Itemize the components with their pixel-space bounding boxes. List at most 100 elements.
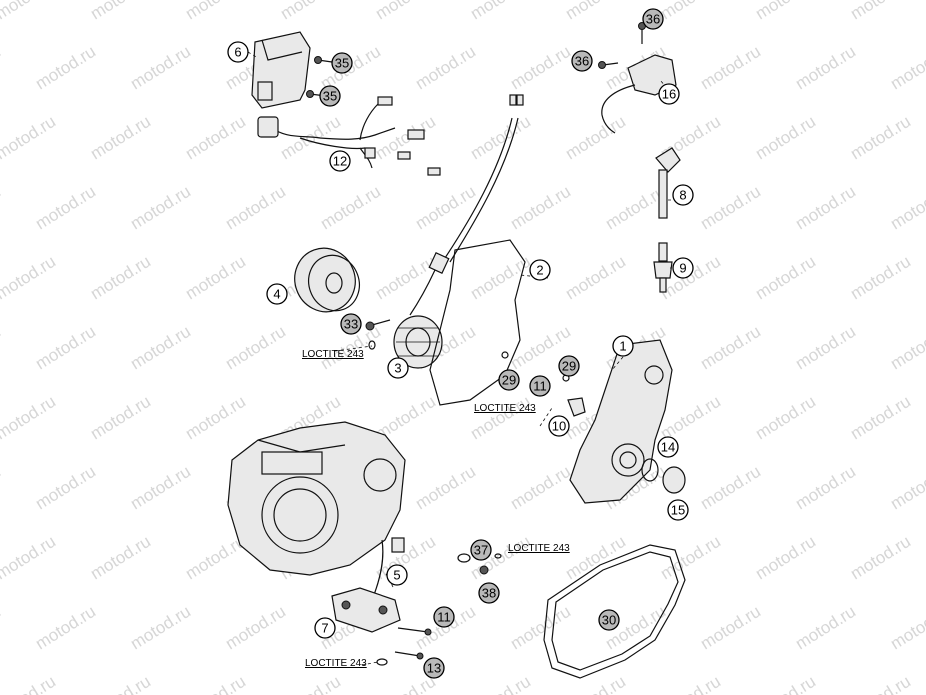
watermark-text: motod.ru	[277, 0, 344, 23]
watermark-text: motod.ru	[887, 462, 926, 514]
svg-text:9: 9	[679, 261, 686, 276]
svg-text:15: 15	[671, 503, 685, 518]
watermark-text: motod.ru	[657, 672, 724, 695]
callout-11b: 11	[433, 606, 455, 628]
svg-text:36: 36	[575, 54, 589, 69]
watermark-text: motod.ru	[752, 0, 819, 23]
watermark-text: motod.ru	[847, 0, 914, 23]
watermark-text: motod.ru	[507, 602, 574, 654]
watermark-text: motod.ru	[887, 182, 926, 234]
watermark-text: motod.ru	[752, 672, 819, 695]
watermark-text: motod.ru	[887, 322, 926, 374]
loctite-label-1: LOCTITE 243	[302, 349, 364, 360]
svg-text:12: 12	[333, 154, 347, 169]
watermark-text: motod.ru	[752, 392, 819, 444]
watermark-text: motod.ru	[467, 392, 534, 444]
watermark-text: motod.ru	[87, 672, 154, 695]
watermark-text: motod.ru	[507, 42, 574, 94]
watermark-text: motod.ru	[372, 0, 439, 23]
watermark-text: motod.ru	[87, 532, 154, 584]
cover-gasket-2	[429, 239, 526, 406]
watermark-text: motod.ru	[182, 392, 249, 444]
watermark-text: motod.ru	[562, 112, 629, 164]
bolts-35	[306, 56, 333, 98]
callout-10: 10	[548, 415, 570, 437]
callout-35b: 35	[319, 85, 341, 107]
svg-text:35: 35	[335, 56, 349, 71]
watermark-text: motod.ru	[507, 462, 574, 514]
svg-text:16: 16	[662, 87, 676, 102]
watermark-text: motod.ru	[467, 0, 534, 23]
watermark-text: motod.ru	[317, 182, 384, 234]
svg-text:13: 13	[427, 661, 441, 676]
callout-5: 5	[386, 564, 408, 586]
svg-text:14: 14	[661, 440, 675, 455]
watermark-text: motod.ru	[87, 392, 154, 444]
watermark-text: motod.ru	[792, 602, 859, 654]
bolt-33	[365, 319, 391, 350]
callout-7: 7	[314, 617, 336, 639]
stator-cable-part	[409, 94, 524, 316]
watermark-text: motod.ru	[222, 322, 289, 374]
watermark-text: motod.ru	[127, 602, 194, 654]
crankcase-part	[227, 421, 406, 576]
watermark-text: motod.ru	[507, 182, 574, 234]
loctite-label-3: LOCTITE 243	[508, 543, 570, 554]
svg-text:4: 4	[273, 287, 280, 302]
watermark-text: motod.ru	[847, 672, 914, 695]
watermark-text: motod.ru	[752, 532, 819, 584]
callout-13: 13	[423, 657, 445, 679]
callout-4: 4	[266, 283, 288, 305]
watermark-text: motod.ru	[562, 0, 629, 23]
svg-text:37: 37	[474, 543, 488, 558]
watermark-text: motod.ru	[467, 672, 534, 695]
watermark-text: motod.ru	[752, 112, 819, 164]
watermark-text: motod.ru	[222, 602, 289, 654]
watermark-text: motod.ru	[32, 602, 99, 654]
watermark-text: motod.ru	[0, 182, 4, 234]
wiring-harness-part	[257, 96, 441, 176]
watermark-text: motod.ru	[182, 112, 249, 164]
callout-12: 12	[329, 150, 351, 172]
watermark-text: motod.ru	[847, 392, 914, 444]
watermark-text: motod.ru	[697, 602, 764, 654]
svg-text:29: 29	[502, 373, 516, 388]
callout-33: 33	[340, 313, 362, 335]
callout-8: 8	[672, 184, 694, 206]
svg-text:10: 10	[552, 419, 566, 434]
svg-text:6: 6	[234, 45, 241, 60]
watermark-text: motod.ru	[697, 182, 764, 234]
watermark-text: motod.ru	[697, 462, 764, 514]
watermark-text: motod.ru	[847, 252, 914, 304]
callout-2: 2	[529, 259, 551, 281]
ignition-cover-1	[569, 339, 673, 504]
svg-text:7: 7	[321, 621, 328, 636]
watermark-text: motod.ru	[657, 532, 724, 584]
spark-plug-9	[653, 242, 673, 293]
watermark-text: motod.ru	[0, 462, 4, 514]
loctite-label-2: LOCTITE 243	[474, 403, 536, 414]
nut-washer-37-38	[457, 553, 502, 575]
spark-plug-connector-8	[655, 147, 681, 219]
watermark-text: motod.ru	[697, 322, 764, 374]
watermark-text: motod.ru	[847, 532, 914, 584]
watermark-text: motod.ru	[412, 42, 479, 94]
callout-30: 30	[598, 609, 620, 631]
watermark-text: motod.ru	[32, 42, 99, 94]
watermark-text: motod.ru	[0, 672, 59, 695]
svg-text:38: 38	[482, 586, 496, 601]
callout-11a: 11	[529, 375, 551, 397]
svg-text:8: 8	[679, 188, 686, 203]
watermark-text: motod.ru	[372, 252, 439, 304]
watermark-text: motod.ru	[412, 182, 479, 234]
svg-text:2: 2	[536, 263, 543, 278]
callout-14: 14	[657, 436, 679, 458]
svg-text:30: 30	[602, 613, 616, 628]
rotor-part	[294, 247, 360, 313]
watermark-text: motod.ru	[277, 672, 344, 695]
ignition-module-part	[251, 31, 311, 109]
watermark-text: motod.ru	[222, 182, 289, 234]
outer-gasket-30	[543, 544, 686, 679]
